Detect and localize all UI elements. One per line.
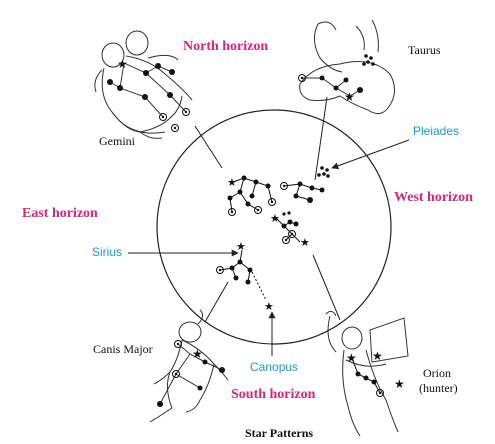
pleiades-label: Pleiades: [413, 124, 459, 138]
orion-stars: ★ ★ ★: [346, 349, 405, 397]
diagram-caption: Star Patterns: [245, 426, 313, 440]
orion-label: Orion: [423, 366, 451, 380]
gemini-star-castor: ★: [117, 57, 128, 71]
svg-text:★: ★: [227, 177, 237, 189]
orion-connector: [312, 254, 341, 321]
svg-text:★: ★: [344, 90, 355, 104]
pleiades-cluster: [317, 166, 330, 178]
svg-text:★: ★: [346, 351, 357, 365]
svg-text:★: ★: [270, 213, 280, 225]
svg-text:★: ★: [372, 349, 383, 363]
gemini-sky-pattern: ★: [227, 175, 276, 216]
canis-major-sky-pattern: ★ ★: [216, 241, 274, 313]
gemini-stars: ★: [107, 57, 190, 132]
north-horizon-label: North horizon: [183, 39, 268, 54]
sky-circle: [156, 109, 392, 345]
taurus-stars: ★: [298, 54, 375, 104]
canopus-label: Canopus: [250, 360, 298, 374]
orion-hunter-label: (hunter): [419, 381, 458, 395]
canis-major-connector: [204, 281, 229, 323]
orion-sky-pattern: ★ ★: [270, 211, 310, 249]
gemini-connector: [194, 125, 223, 169]
orion-figure: [325, 310, 409, 437]
gemini-figure: [94, 30, 193, 139]
sirius-label: Sirius: [92, 245, 122, 259]
canis-major-figure: [149, 309, 229, 423]
svg-text:★: ★: [236, 241, 246, 253]
south-horizon-label: South horizon: [231, 387, 316, 402]
svg-text:★: ★: [300, 237, 310, 249]
taurus-label: Taurus: [408, 43, 441, 57]
svg-text:★: ★: [192, 347, 203, 361]
east-horizon-label: East horizon: [22, 206, 98, 221]
gemini-label: Gemini: [99, 134, 136, 148]
canis-major-label: Canis Major: [93, 342, 153, 356]
west-horizon-label: West horizon: [394, 190, 473, 205]
taurus-connector: [314, 96, 328, 181]
svg-text:★: ★: [394, 377, 405, 391]
pleiades-arrow: [331, 139, 410, 170]
canopus-star: ★: [264, 301, 274, 313]
canis-major-stars: ★: [157, 340, 225, 407]
taurus-sky-pattern: [280, 181, 325, 203]
